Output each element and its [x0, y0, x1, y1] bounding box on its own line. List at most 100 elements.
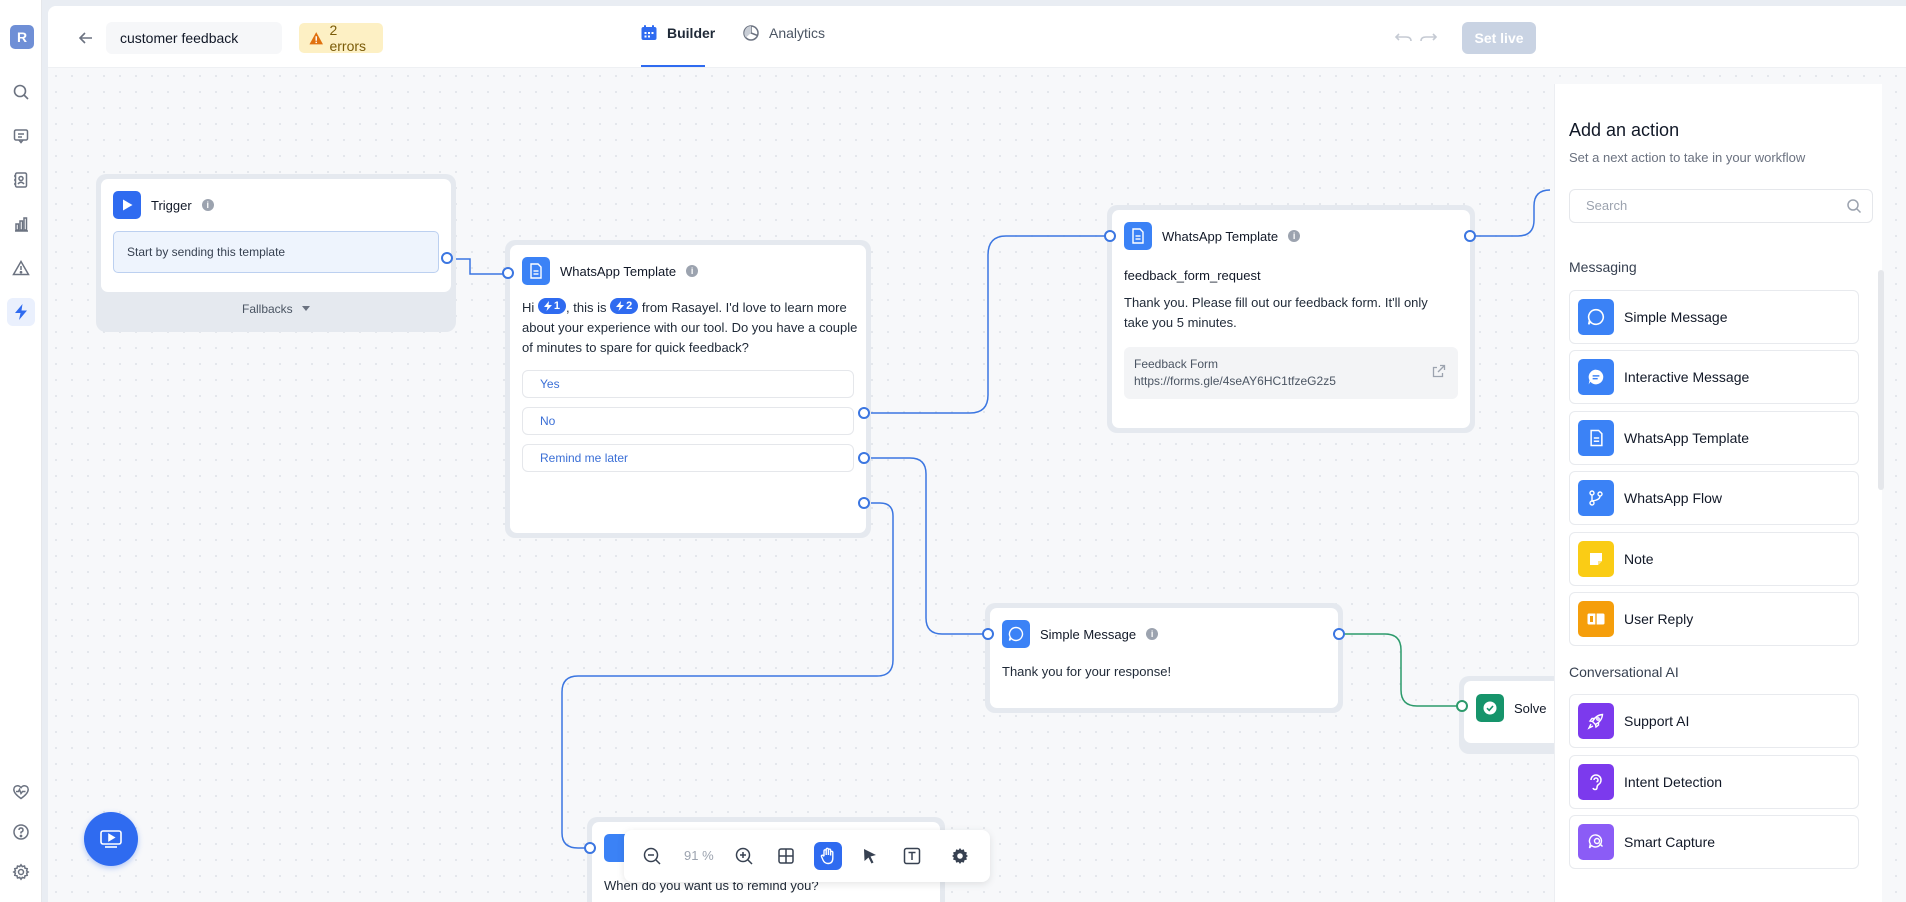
- solve-input-port[interactable]: [1456, 700, 1468, 712]
- template-title: WhatsApp Template: [560, 263, 677, 279]
- help-icon[interactable]: [9, 820, 33, 844]
- builder-calendar-icon: [641, 25, 657, 40]
- fallbacks-toggle[interactable]: Fallbacks: [96, 302, 456, 316]
- chat-bubble-icon: [1002, 620, 1030, 648]
- health-heart-icon[interactable]: [9, 780, 33, 804]
- ear-icon: [1578, 764, 1614, 800]
- tab-analytics[interactable]: Analytics: [742, 24, 825, 42]
- settings-gear-icon[interactable]: [9, 860, 33, 884]
- solve-title: Solve: [1514, 700, 1547, 716]
- workspace-avatar[interactable]: R: [10, 25, 34, 49]
- zoom-in-icon[interactable]: [730, 842, 758, 870]
- no-output-port[interactable]: [858, 452, 870, 464]
- simple-message-node[interactable]: Simple Message i Thank you for your resp…: [985, 603, 1343, 713]
- action-note[interactable]: Note: [1569, 532, 1859, 586]
- document-icon: [1124, 222, 1152, 250]
- check-circle-icon: [1476, 694, 1504, 722]
- errors-badge[interactable]: 2 errors: [299, 22, 383, 54]
- panel-scrollbar[interactable]: [1878, 270, 1884, 490]
- action-user-reply[interactable]: User Reply: [1569, 592, 1859, 646]
- trigger-node[interactable]: Trigger i Start by sending this template…: [96, 174, 456, 332]
- caret-down-icon: [302, 306, 311, 311]
- action-interactive-message[interactable]: Interactive Message: [1569, 350, 1859, 404]
- trigger-template-box[interactable]: Start by sending this template: [113, 231, 439, 273]
- inbox-icon[interactable]: [9, 124, 33, 148]
- action-simple-message[interactable]: Simple Message: [1569, 290, 1859, 344]
- action-whatsapp-template[interactable]: WhatsApp Template: [1569, 411, 1859, 465]
- quick-reply-remind-later[interactable]: Remind me later: [522, 444, 854, 472]
- remind-output-port[interactable]: [858, 497, 870, 509]
- template-name: feedback_form_request: [1124, 268, 1261, 283]
- link-label: Feedback Form: [1134, 357, 1219, 371]
- template-input-port[interactable]: [502, 267, 514, 279]
- redo-icon[interactable]: [1418, 28, 1438, 46]
- action-label: Support AI: [1624, 713, 1690, 729]
- text-tool-icon[interactable]: [898, 842, 926, 870]
- body-text-greeting: Hi: [522, 300, 535, 315]
- whatsapp-template-node[interactable]: WhatsApp Template i Hi 1, this is 2 from…: [505, 240, 871, 538]
- whatsapp-template-node-2[interactable]: WhatsApp Template i feedback_form_reques…: [1107, 205, 1475, 433]
- action-intent-detection[interactable]: Intent Detection: [1569, 755, 1859, 809]
- template2-output-port[interactable]: [1464, 230, 1476, 242]
- action-label: Simple Message: [1624, 309, 1728, 325]
- zoom-out-icon[interactable]: [638, 842, 666, 870]
- interactive-message-icon: [1578, 359, 1614, 395]
- quick-reply-no[interactable]: No: [522, 407, 854, 435]
- action-support-ai[interactable]: Support AI: [1569, 694, 1859, 748]
- tab-builder[interactable]: Builder: [640, 24, 715, 42]
- trigger-output-port[interactable]: [441, 252, 453, 264]
- bolt-icon: [543, 301, 552, 311]
- action-search-input[interactable]: Search: [1569, 189, 1873, 223]
- hand-pan-icon[interactable]: [814, 842, 842, 870]
- reports-icon[interactable]: [9, 212, 33, 236]
- action-label: WhatsApp Template: [1624, 430, 1750, 446]
- errors-label: 2 errors: [329, 22, 367, 54]
- undo-icon[interactable]: [1394, 28, 1414, 46]
- simple-message-input-port[interactable]: [982, 628, 994, 640]
- link-button[interactable]: Feedback Form https://forms.gle/4seAY6HC…: [1124, 347, 1458, 399]
- search-icon[interactable]: [9, 80, 33, 104]
- simple-message-output-port[interactable]: [1333, 628, 1345, 640]
- tab-builder-label: Builder: [667, 25, 716, 41]
- video-tutorial-button[interactable]: [84, 812, 138, 866]
- canvas-toolbar: 91 %: [624, 830, 990, 882]
- alert-triangle-icon[interactable]: [9, 256, 33, 280]
- info-icon[interactable]: i: [201, 199, 214, 211]
- info-icon[interactable]: i: [686, 265, 699, 277]
- pointer-select-icon[interactable]: [856, 842, 884, 870]
- user-reply-icon: [1578, 601, 1614, 637]
- contacts-icon[interactable]: [9, 168, 33, 192]
- analytics-pie-icon: [743, 25, 759, 41]
- solve-node[interactable]: Solve: [1459, 676, 1569, 754]
- action-smart-capture[interactable]: Smart Capture: [1569, 815, 1859, 869]
- bolt-icon: [616, 301, 625, 311]
- action-label: Note: [1624, 551, 1654, 567]
- action-label: Intent Detection: [1624, 774, 1723, 790]
- search-icon: [1847, 199, 1862, 214]
- flow-branch-icon: [1578, 480, 1614, 516]
- workflow-name-input[interactable]: customer feedback: [106, 22, 282, 54]
- back-arrow-icon[interactable]: [76, 28, 96, 48]
- sticky-note-icon: [1578, 541, 1614, 577]
- variable-chip[interactable]: 2: [610, 298, 639, 314]
- yes-output-port[interactable]: [858, 407, 870, 419]
- fallbacks-label: Fallbacks: [241, 302, 293, 316]
- fit-grid-icon[interactable]: [772, 842, 800, 870]
- external-link-icon[interactable]: [1432, 364, 1446, 378]
- video-play-icon: [100, 830, 122, 848]
- workflows-bolt-icon[interactable]: [7, 298, 35, 326]
- set-live-button[interactable]: Set live: [1462, 22, 1536, 54]
- variable-chip[interactable]: 1: [537, 298, 567, 314]
- active-tab-indicator: [641, 65, 705, 67]
- quick-reply-yes[interactable]: Yes: [522, 370, 854, 398]
- info-icon[interactable]: i: [1288, 230, 1301, 242]
- template2-input-port[interactable]: [1104, 230, 1116, 242]
- link-url: https://forms.gle/4seAY6HC1tfzeG2z5: [1134, 374, 1336, 388]
- info-icon[interactable]: i: [1146, 628, 1159, 640]
- template-body: Thank you. Please fill out our feedback …: [1124, 295, 1428, 330]
- body-text-line1: from Rasayel. I'd love to learn: [641, 300, 814, 315]
- remind-node-input-port[interactable]: [584, 842, 596, 854]
- settings-gear-icon[interactable]: [946, 842, 974, 870]
- rocket-icon: [1578, 703, 1614, 739]
- action-whatsapp-flow[interactable]: WhatsApp Flow: [1569, 471, 1859, 525]
